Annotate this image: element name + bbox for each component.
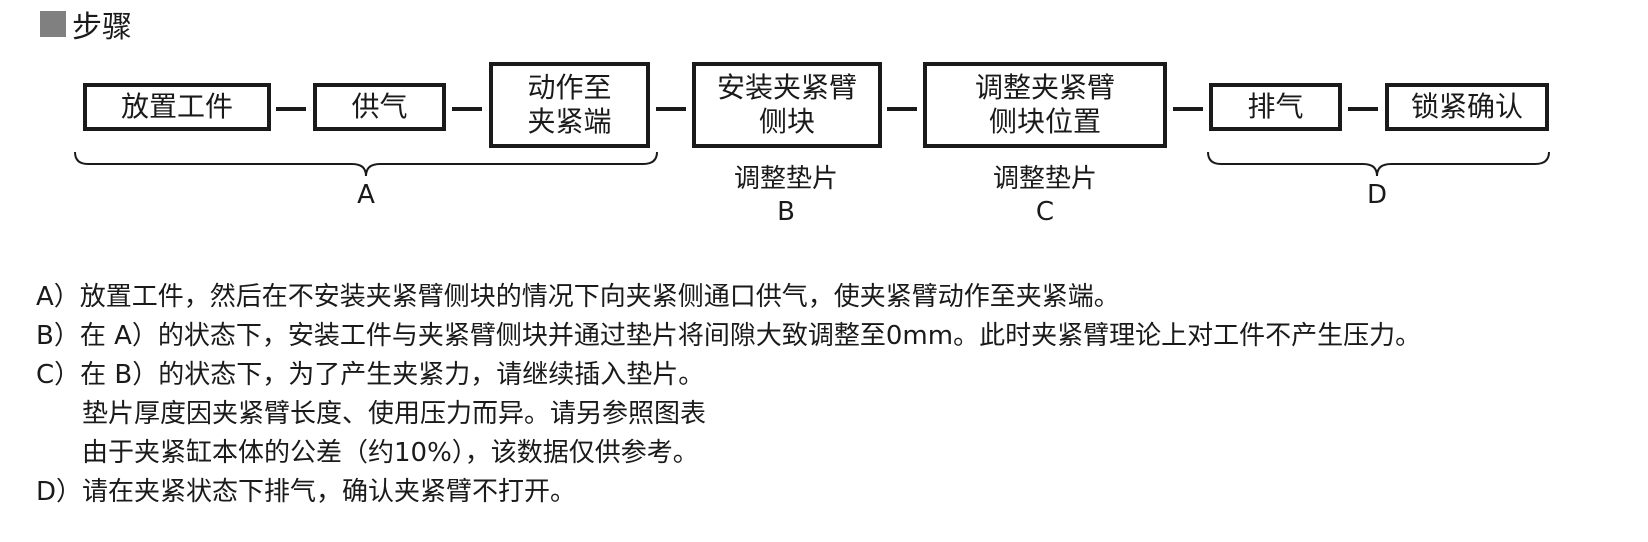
note-a: A）放置工件，然后在不安装夹紧臂侧块的情况下向夹紧侧通口供气，使夹紧臂动作至夹紧…: [36, 282, 1120, 312]
step-install-arm-block: 安装夹紧臂 侧块: [692, 62, 882, 148]
step-move-to-clamp-end: 动作至 夹紧端: [489, 62, 650, 148]
group-d-letter: D: [1366, 180, 1388, 210]
step-place-workpiece: 放置工件: [83, 83, 271, 131]
note-c-shim-thickness: 垫片厚度因夹紧臂长度、使用压力而异。请另参照图表: [82, 399, 707, 429]
step-supply-air: 供气: [313, 83, 446, 131]
connector: [276, 107, 306, 111]
connector: [887, 107, 917, 111]
group-a-letter: A: [357, 180, 375, 210]
step-confirm-lock: 锁紧确认: [1385, 83, 1549, 131]
connector: [1173, 107, 1203, 111]
connector: [452, 107, 482, 111]
group-c-note: 调整垫片: [992, 164, 1098, 194]
step-adjust-arm-block-position: 调整夹紧臂 侧块位置: [923, 62, 1167, 148]
group-c-letter: C: [1035, 197, 1055, 227]
connector: [1348, 107, 1378, 111]
brace-a: [74, 151, 658, 177]
group-braces: [74, 151, 1550, 177]
brace-d: [1207, 151, 1550, 177]
connector: [656, 107, 686, 111]
group-b-note: 调整垫片: [733, 164, 839, 194]
section-title-text: 步骤: [72, 10, 132, 45]
note-d: D）请在夹紧状态下排气，确认夹紧臂不打开。: [36, 477, 577, 507]
note-b: B）在 A）的状态下，安装工件与夹紧臂侧块并通过垫片将间隙大致调整至0mm。此时…: [36, 321, 1422, 351]
note-c: C）在 B）的状态下，为了产生夹紧力，请继续插入垫片。: [36, 360, 705, 390]
note-c-tolerance: 由于夹紧缸本体的公差（约10%），该数据仅供参考。: [82, 438, 699, 468]
procedure-notes: A）放置工件，然后在不安装夹紧臂侧块的情况下向夹紧侧通口供气，使夹紧臂动作至夹紧…: [36, 278, 1421, 512]
step-exhaust: 排气: [1209, 83, 1342, 131]
section-title: 步骤: [40, 4, 132, 45]
group-b-letter: B: [777, 197, 795, 227]
title-square-icon: [40, 11, 66, 37]
